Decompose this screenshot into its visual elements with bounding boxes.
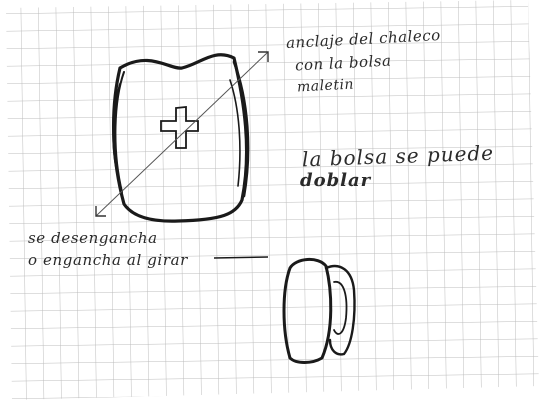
fold-note-line-2: doblar [300,170,371,191]
anchor-note-line-3: maletin [297,77,355,96]
strike-mark [214,257,268,258]
hook-note-line-1: se desengancha [28,229,158,247]
hook-note-line-2: o engancha al girar [28,251,188,269]
